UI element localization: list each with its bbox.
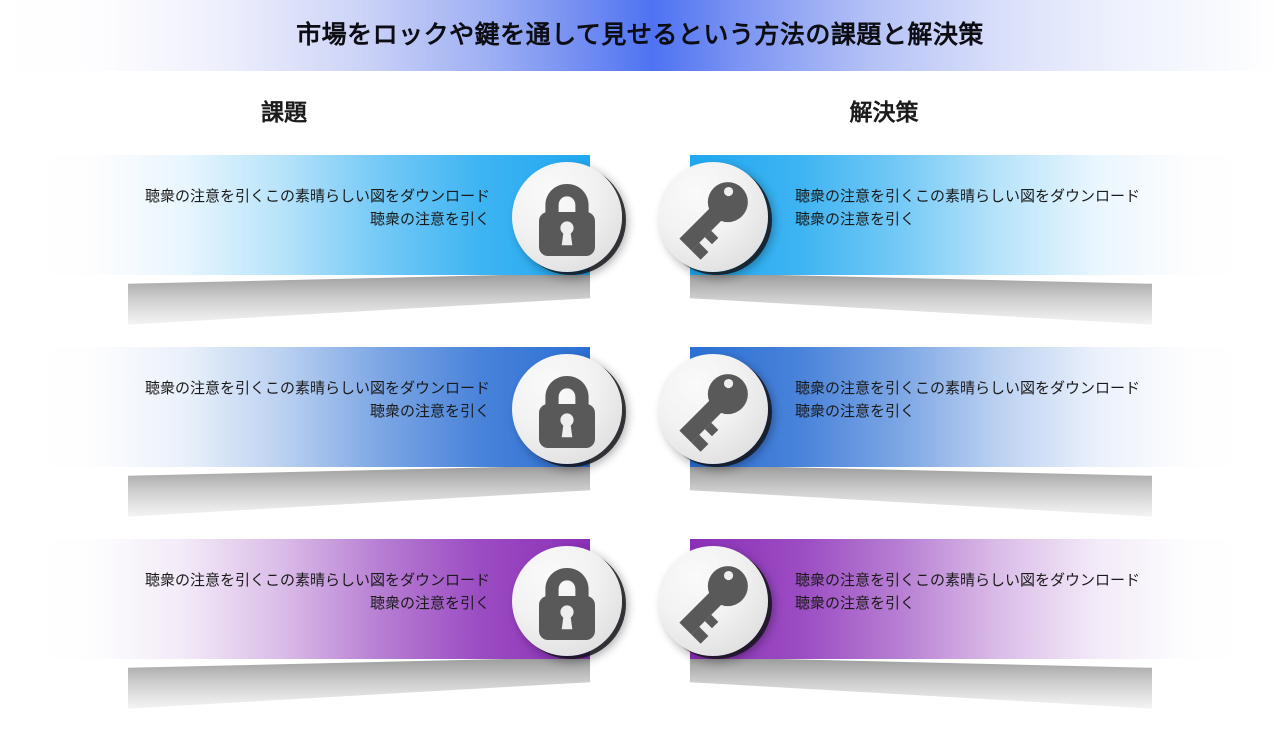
challenge-text-line2: 聴衆の注意を引く	[369, 211, 490, 229]
row-shadow-right	[690, 273, 1152, 325]
challenge-text-line1: 聴衆の注意を引くこの素晴らしい図をダウンロード	[144, 380, 490, 397]
challenge-bar[interactable]	[40, 155, 590, 275]
challenge-text: 聴衆の注意を引くこの素晴らしい図をダウンロード 聴衆の注意を引く	[60, 185, 490, 232]
comparison-row: 聴衆の注意を引くこの素晴らしい図をダウンロード 聴衆の注意を引く 聴衆の注意を引…	[0, 539, 1280, 729]
challenge-text-line2: 聴衆の注意を引く	[369, 595, 490, 613]
solution-text-line1: 聴衆の注意を引くこの素晴らしい図をダウンロード	[795, 380, 1141, 397]
key-icon[interactable]	[658, 162, 768, 272]
comparison-row: 聴衆の注意を引くこの素晴らしい図をダウンロード 聴衆の注意を引く 聴衆の注意を引…	[0, 155, 1280, 345]
column-header-solutions: 解決策	[849, 99, 919, 125]
row-shadow-right	[690, 465, 1152, 517]
challenge-bar[interactable]	[40, 347, 590, 467]
row-shadow-right	[690, 657, 1152, 709]
solution-text-line2: 聴衆の注意を引く	[795, 403, 916, 421]
solution-text: 聴衆の注意を引くこの素晴らしい図をダウンロード 聴衆の注意を引く	[795, 377, 1225, 424]
challenge-text: 聴衆の注意を引くこの素晴らしい図をダウンロード 聴衆の注意を引く	[60, 377, 490, 424]
solution-bar[interactable]	[690, 539, 1240, 659]
row-shadow-left	[128, 465, 590, 517]
challenge-text-line1: 聴衆の注意を引くこの素晴らしい図をダウンロード	[144, 572, 490, 589]
column-header-challenges: 課題	[261, 99, 307, 125]
solution-text-line2: 聴衆の注意を引く	[795, 211, 916, 229]
solution-bar[interactable]	[690, 347, 1240, 467]
challenge-text-line2: 聴衆の注意を引く	[369, 403, 490, 421]
solution-text-line2: 聴衆の注意を引く	[795, 595, 916, 613]
comparison-row: 聴衆の注意を引くこの素晴らしい図をダウンロード 聴衆の注意を引く 聴衆の注意を引…	[0, 347, 1280, 537]
key-icon[interactable]	[658, 354, 768, 464]
solution-text: 聴衆の注意を引くこの素晴らしい図をダウンロード 聴衆の注意を引く	[795, 185, 1225, 232]
lock-icon[interactable]	[512, 354, 622, 464]
solution-text-line1: 聴衆の注意を引くこの素晴らしい図をダウンロード	[795, 572, 1141, 589]
page-title: 市場をロックや鍵を通して見せるという方法の課題と解決策	[296, 21, 984, 49]
challenge-text: 聴衆の注意を引くこの素晴らしい図をダウンロード 聴衆の注意を引く	[60, 569, 490, 616]
solution-text: 聴衆の注意を引くこの素晴らしい図をダウンロード 聴衆の注意を引く	[795, 569, 1225, 616]
solution-bar[interactable]	[690, 155, 1240, 275]
row-shadow-left	[128, 657, 590, 709]
key-icon[interactable]	[658, 546, 768, 656]
solution-text-line1: 聴衆の注意を引くこの素晴らしい図をダウンロード	[795, 188, 1141, 205]
lock-icon[interactable]	[512, 162, 622, 272]
header-band: 市場をロックや鍵を通して見せるという方法の課題と解決策	[0, 0, 1280, 71]
lock-icon[interactable]	[512, 546, 622, 656]
row-shadow-left	[128, 273, 590, 325]
challenge-text-line1: 聴衆の注意を引くこの素晴らしい図をダウンロード	[144, 188, 490, 205]
challenge-bar[interactable]	[40, 539, 590, 659]
